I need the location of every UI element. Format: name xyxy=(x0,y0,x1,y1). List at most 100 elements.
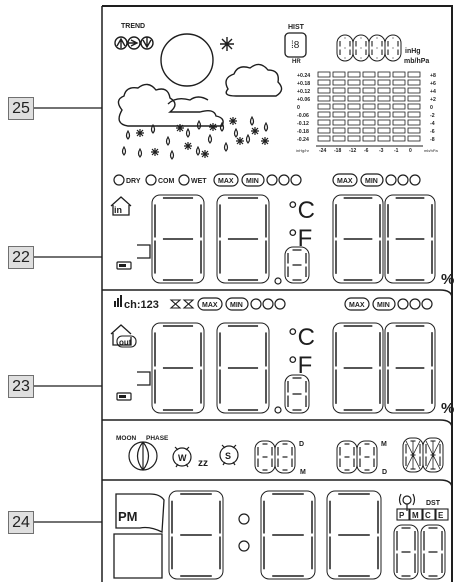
house-icon xyxy=(110,324,132,346)
battery-fill xyxy=(119,264,126,267)
graph-bar-segment xyxy=(407,111,421,118)
outdoor-humidity-digits xyxy=(332,322,436,414)
alarm2-label: S xyxy=(225,451,231,461)
graph-right-label: 0 xyxy=(430,105,433,111)
graph-bar-segment xyxy=(317,87,331,94)
com-label: COM xyxy=(158,178,175,185)
indicator-box xyxy=(422,508,436,521)
callout-22: 22 xyxy=(8,246,34,269)
graph-bar-segment xyxy=(332,111,346,118)
arrow-icon xyxy=(397,298,433,310)
graph-x-label: -18 xyxy=(334,148,341,154)
graph-bar-segment xyxy=(362,127,376,134)
graph-bar-segment xyxy=(317,135,331,142)
raindrop-icon xyxy=(121,145,127,156)
graph-right-label: +2 xyxy=(430,97,436,103)
graph-left-label: 0 xyxy=(297,105,300,111)
out-badge xyxy=(116,335,137,348)
hour-tens-segment xyxy=(113,533,163,579)
hr-label: HR xyxy=(292,59,301,65)
raindrop-icon xyxy=(245,133,251,144)
graph-bar-segment xyxy=(392,119,406,126)
graph-bar-segment xyxy=(377,135,391,142)
graph-bar-segment xyxy=(332,95,346,102)
snowflake-icon xyxy=(261,137,269,145)
graph-right-label: -8 xyxy=(430,137,435,143)
cloud-icon xyxy=(167,96,209,105)
moon-icon xyxy=(128,441,158,471)
graph-bar-segment xyxy=(392,95,406,102)
minus-segment xyxy=(137,244,151,259)
battery-icon xyxy=(116,261,132,270)
snowflake-icon xyxy=(151,148,159,156)
graph-unit-right: mb/hPa xyxy=(424,148,439,153)
graph-bar-segment xyxy=(377,95,391,102)
raindrop-icon xyxy=(233,127,239,138)
clock-minute-digit xyxy=(326,490,382,580)
raindrop-icon xyxy=(195,145,201,156)
graph-bar-segment xyxy=(317,103,331,110)
indoor-percent: % xyxy=(441,271,454,288)
graph-x-label: 0 xyxy=(409,148,412,154)
graph-bar-segment xyxy=(377,111,391,118)
date-digits xyxy=(254,440,378,474)
graph-left-label: +0.06 xyxy=(297,97,310,103)
raindrop-icon xyxy=(125,129,131,140)
graph-bar-segment xyxy=(317,127,331,134)
callout-25: 25 xyxy=(8,97,34,120)
outdoor-divider xyxy=(102,419,453,429)
graph-bar-segment xyxy=(347,71,361,78)
outdoor-temp-digit xyxy=(216,322,270,414)
indoor-unit-f: °F xyxy=(288,225,312,252)
graph-right-label: -2 xyxy=(430,113,435,119)
unit-inhg: inHg xyxy=(405,48,421,55)
graph-bar-segment xyxy=(392,103,406,110)
graph-bar-segment xyxy=(407,87,421,94)
graph-bar-segment xyxy=(407,103,421,110)
graph-x-label: -12 xyxy=(349,148,356,154)
snowflake-icon xyxy=(136,129,144,137)
trend-label: TREND xyxy=(121,23,145,30)
graph-bar-segment xyxy=(347,95,361,102)
clock-minute-digit xyxy=(260,490,316,580)
snooze-label: zz xyxy=(198,458,208,469)
graph-bar-segment xyxy=(332,71,346,78)
graph-right-label: -6 xyxy=(430,129,435,135)
graph-bar-segment xyxy=(362,103,376,110)
min-badge xyxy=(372,297,396,311)
outdoor-temp-digits xyxy=(137,322,310,414)
snowflake-icon xyxy=(184,142,192,150)
graph-bar-segment xyxy=(407,127,421,134)
raindrop-icon xyxy=(263,121,269,132)
ch-min-label: MIN xyxy=(230,302,243,309)
outdoor-temp-digit xyxy=(151,322,205,414)
raindrop-icon xyxy=(150,123,156,134)
graph-bar-segment xyxy=(347,127,361,134)
indicator-box xyxy=(435,508,449,521)
dry-label: DRY xyxy=(126,178,141,185)
dst-label: DST xyxy=(426,500,441,507)
battery-fill xyxy=(119,395,126,398)
graph-x-label: -6 xyxy=(364,148,369,154)
cloud-icon xyxy=(117,83,224,127)
graph-left-label: -0.18 xyxy=(297,129,309,135)
arrow-icon xyxy=(385,174,421,186)
unit-mb: mb/hPa xyxy=(404,58,429,65)
moon-divider xyxy=(102,479,453,489)
snowflake-icon xyxy=(209,123,217,131)
graph-bar-segment xyxy=(377,127,391,134)
graph-bar-segment xyxy=(392,135,406,142)
snowflake-icon xyxy=(236,137,244,145)
graph-bar-segment xyxy=(332,79,346,86)
date-digit xyxy=(356,440,378,474)
graph-bar-segment xyxy=(347,135,361,142)
graph-bar-segment xyxy=(362,79,376,86)
outdoor-temp-decimal-digit xyxy=(284,374,310,414)
snowflake-icon xyxy=(229,117,237,125)
barometer-digit xyxy=(336,34,354,62)
graph-left-label: +0.12 xyxy=(297,89,310,95)
indoor-humidity-digits xyxy=(332,194,436,284)
graph-bar-segment xyxy=(332,127,346,134)
cloud-icon xyxy=(225,63,283,97)
sup-m: M xyxy=(381,441,387,448)
